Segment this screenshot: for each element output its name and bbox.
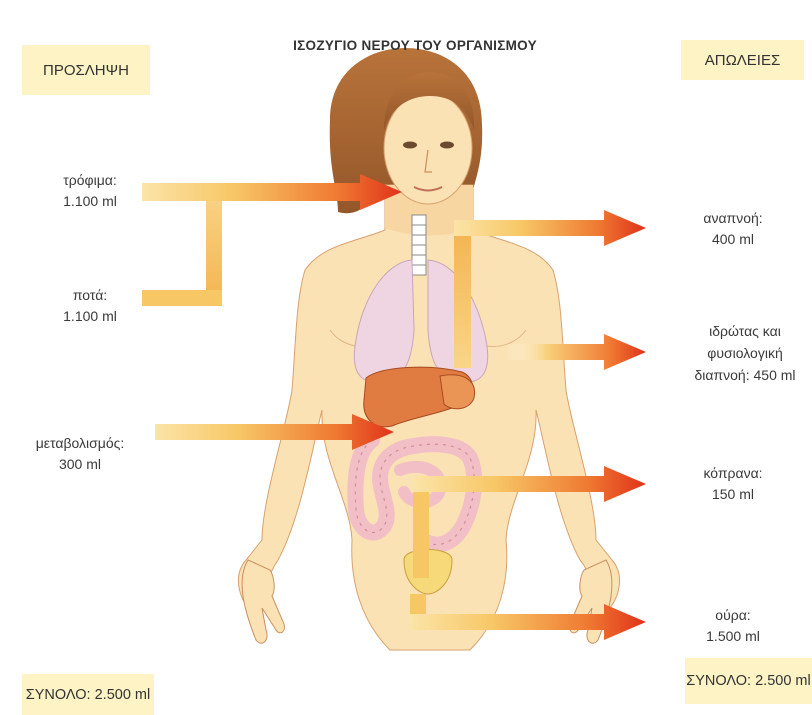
loss-sweat-label: ιδρώτας και φυσιολογική διαπνοή: 450 ml (680, 320, 810, 386)
loss-feces-label: κόπρανα: 150 ml (668, 463, 798, 505)
intake-drinks-value: 1.100 ml (35, 306, 145, 327)
loss-sweat-line-2: φυσιολογική (680, 342, 810, 364)
losses-header: ΑΠΩΛΕΙΕΣ (681, 40, 804, 80)
intake-metabolism-label: μεταβολισμός: 300 ml (10, 433, 150, 475)
loss-breathing-label: αναπνοή: 400 ml (668, 208, 798, 250)
diagram-title: ΙΣΟΖΥΓΙΟ ΝΕΡΟΥ ΤΟΥ ΟΡΓΑΝΙΣΜΟΥ (240, 38, 590, 53)
intake-total: ΣΥΝΟΛΟ: 2.500 ml (22, 674, 154, 715)
intake-drinks-label: ποτά: 1.100 ml (35, 285, 145, 327)
loss-breathing-value: 400 ml (668, 229, 798, 250)
loss-feces-value: 150 ml (668, 484, 798, 505)
loss-breathing-name: αναπνοή: (668, 208, 798, 229)
loss-feces-name: κόπρανα: (668, 463, 798, 484)
losses-total: ΣΥΝΟΛΟ: 2.500 ml (685, 658, 812, 704)
loss-urine-name: ούρα: (668, 605, 798, 626)
intake-food-label: τρόφιμα: 1.100 ml (35, 170, 145, 212)
intake-metabolism-value: 300 ml (10, 454, 150, 475)
intake-food-value: 1.100 ml (35, 191, 145, 212)
intake-food-name: τρόφιμα: (35, 170, 145, 191)
trachea (412, 215, 426, 275)
intake-metabolism-name: μεταβολισμός: (10, 433, 150, 454)
loss-urine-label: ούρα: 1.500 ml (668, 605, 798, 647)
intake-drinks-name: ποτά: (35, 285, 145, 306)
metabolism-arrow (155, 414, 394, 450)
loss-sweat-line-3: διαπνοή: 450 ml (680, 364, 810, 386)
loss-urine-value: 1.500 ml (668, 626, 798, 647)
loss-sweat-line-1: ιδρώτας και (680, 320, 810, 342)
intake-header: ΠΡΟΣΛΗΨΗ (22, 45, 150, 95)
food-arrow (142, 174, 402, 210)
